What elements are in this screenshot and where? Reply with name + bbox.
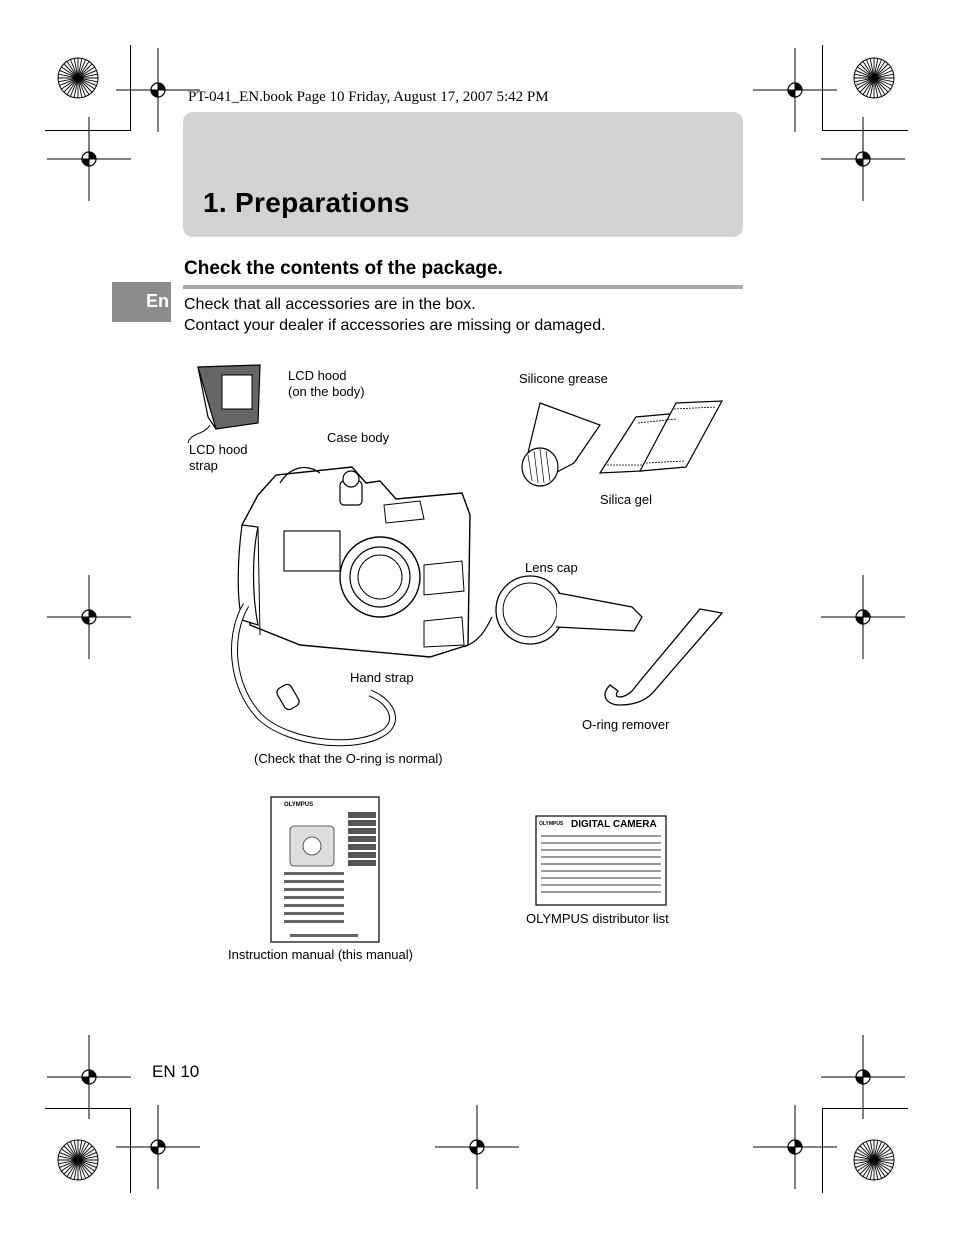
page-number: EN 10 [152,1062,200,1081]
hand-strap-icon [230,603,396,747]
label-silica-gel: Silica gel [600,492,653,507]
language-tab: En [112,282,171,322]
label-lcd-hood-strap-line-1: LCD hood [189,442,248,457]
label-lens-cap: Lens cap [525,560,578,575]
label-hand-strap: Hand strap [350,670,414,685]
distributor-list-icon: OLYMPUS DIGITAL CAMERA [535,815,667,906]
label-instruction-manual: Instruction manual (this manual) [228,947,413,962]
package-contents-illustration [187,364,724,747]
label-distributor-list: OLYMPUS distributor list [526,911,669,926]
section-heading: Check the contents of the package. [184,258,503,279]
title-banner: 1. Preparations [183,112,743,237]
label-lcd-hood-strap-line-2: strap [189,458,218,473]
label-check-o-ring: (Check that the O-ring is normal) [254,751,443,766]
lcd-hood-icon [187,364,261,444]
section-divider [183,285,743,289]
label-case-body: Case body [327,430,390,445]
label-lcd-hood-strap: LCD hood strap [189,442,248,474]
lens-cap-icon [463,575,643,648]
instruction-manual-icon: OLYMPUS [270,796,380,943]
label-lcd-hood: LCD hood (on the body) [288,368,365,400]
page-title: 1. Preparations [203,187,410,218]
silica-gel-icon [598,400,724,474]
o-ring-remover-icon [604,608,724,706]
intro-line-1: Check that all accessories are in the bo… [184,296,476,313]
distributor-title: DIGITAL CAMERA [571,819,657,830]
silicone-grease-icon [521,402,601,487]
label-o-ring-remover: O-ring remover [582,717,670,732]
manual-brand: OLYMPUS [284,802,313,808]
label-silicone-grease: Silicone grease [519,371,608,386]
language-tab-label: En [146,291,170,311]
case-body-icon [237,466,471,658]
label-lcd-hood-line-1: LCD hood [288,368,347,383]
intro-line-2: Contact your dealer if accessories are m… [184,317,606,334]
label-lcd-hood-line-2: (on the body) [288,384,365,399]
print-header: PT-041_EN.book Page 10 Friday, August 17… [188,89,549,105]
distributor-brand: OLYMPUS [539,821,564,827]
